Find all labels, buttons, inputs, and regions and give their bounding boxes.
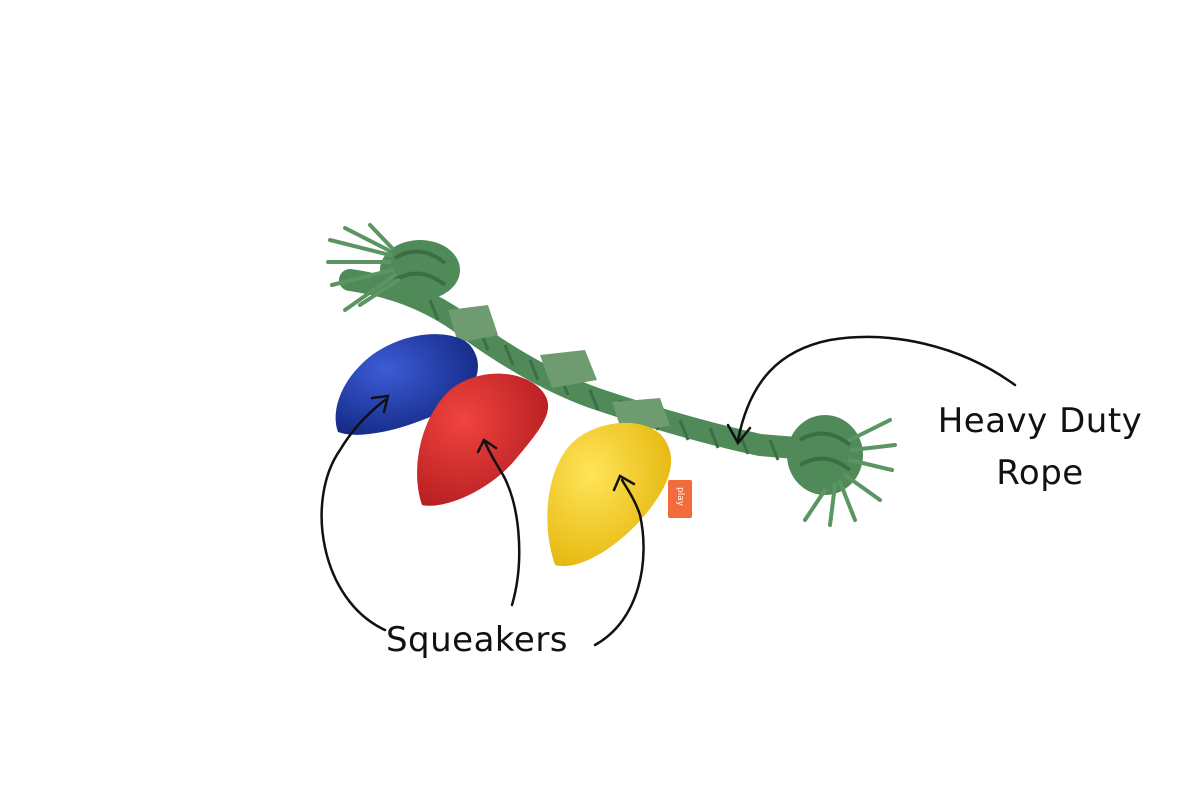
arrow-head-rope [726, 423, 752, 446]
yellow-bulb-squeaker [547, 422, 672, 567]
rope-sleeve [540, 350, 597, 388]
rope-label-line2: Rope [996, 453, 1084, 493]
squeakers-label: Squeakers [385, 620, 569, 660]
arrow-to-yellow-bulb [593, 478, 645, 647]
arrow-to-rope [736, 335, 1017, 442]
rope [326, 223, 897, 527]
red-bulb-squeaker [417, 373, 549, 506]
brand-tag-text: play [675, 487, 685, 507]
annotation-arrows [320, 335, 1017, 647]
rope-tassel-left [326, 223, 400, 312]
arrow-head-red [476, 438, 498, 454]
arrow-to-blue-bulb [320, 398, 387, 632]
arrow-to-red-bulb [483, 440, 521, 607]
rope-knot-left [326, 223, 460, 312]
brand-tag [668, 480, 692, 518]
rope-tassel-right [803, 418, 897, 527]
rope-sleeve [448, 305, 498, 343]
arrow-head-yellow [612, 474, 636, 492]
rope-label-line1: Heavy Duty [937, 401, 1143, 441]
heavy-duty-rope-label: Heavy Duty Rope [925, 395, 1155, 499]
rope-knot-right [787, 415, 897, 527]
arrow-head-blue [370, 394, 390, 414]
